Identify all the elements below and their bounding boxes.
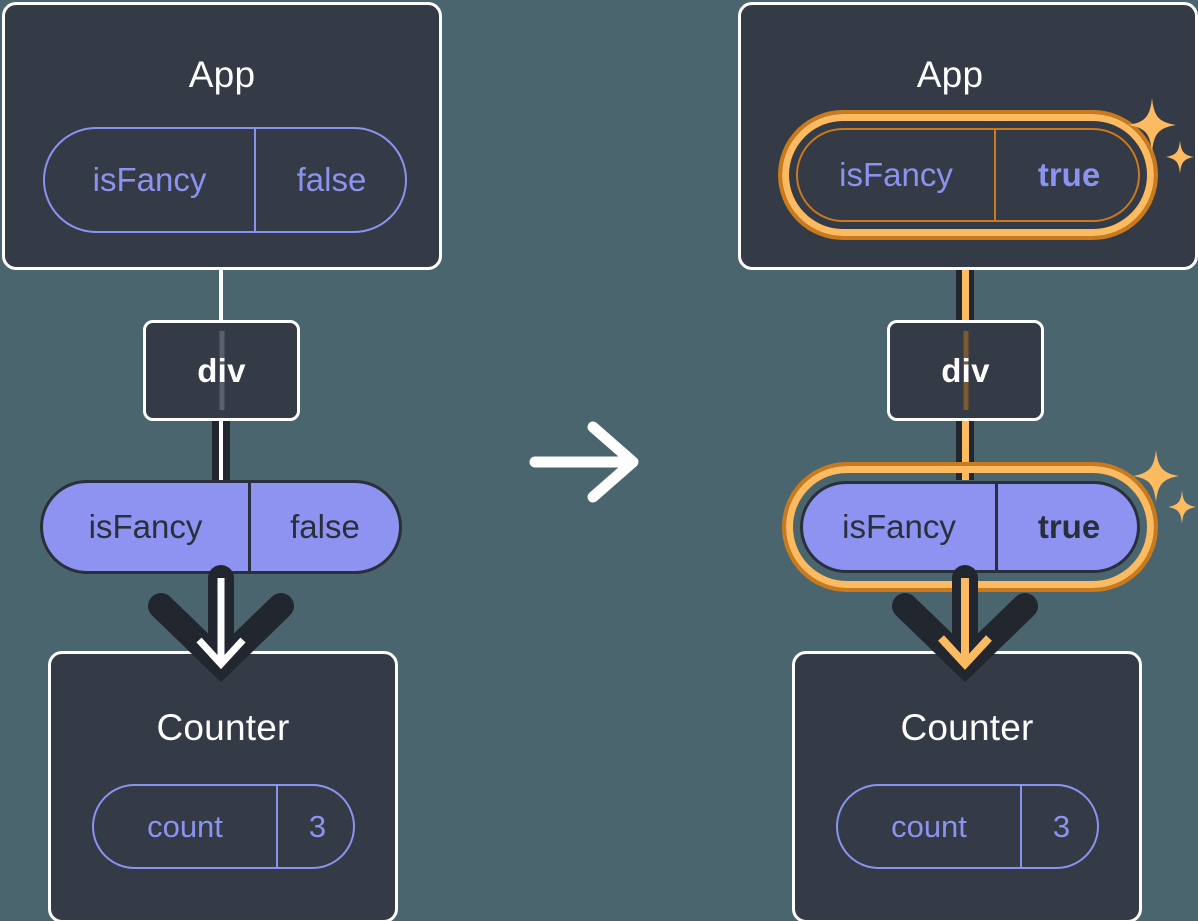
- component-title-counter-before: Counter: [156, 707, 290, 748]
- component-title-counter-after: Counter: [900, 707, 1034, 748]
- prop-pill-divider-after: [995, 484, 998, 570]
- prop-pill-value: false: [290, 508, 360, 545]
- dom-node-div-before: div: [143, 320, 300, 421]
- sparkle-small: [1168, 490, 1196, 524]
- connector-app-to-div-left: [219, 266, 223, 322]
- count-pill-value-after: 3: [1052, 808, 1071, 844]
- flow-arrow-before: [148, 565, 294, 683]
- state-pill-key-after: isFancy: [839, 156, 953, 193]
- dom-node-div-after: div: [887, 320, 1044, 421]
- prop-pill-divider: [248, 483, 251, 571]
- flow-arrow-after: [892, 565, 1038, 683]
- count-pill-value: 3: [308, 808, 327, 844]
- prop-pill-isfancy-after[interactable]: isFancy true: [800, 481, 1140, 573]
- transition-right-arrow-icon: [529, 421, 639, 503]
- state-pill-key: isFancy: [92, 161, 207, 198]
- div-inner-connector-after: [963, 331, 968, 410]
- flow-arrow-after-core: [938, 578, 992, 670]
- dom-node-div-label-after: div: [941, 351, 990, 389]
- component-title-app-after: App: [916, 54, 984, 95]
- connector-app-to-div-right-core: [962, 228, 969, 323]
- count-pill-key: count: [147, 808, 223, 844]
- connector-div-to-pill-left-core: [219, 418, 223, 480]
- prop-pill-key-after: isFancy: [842, 508, 956, 545]
- state-pill-value-after: true: [1037, 156, 1101, 193]
- state-pill-isfancy-before[interactable]: isFancy false: [43, 127, 407, 233]
- prop-pill-value-after: true: [1037, 508, 1101, 545]
- div-inner-connector-before: [219, 331, 224, 410]
- count-pill-key-after: count: [891, 808, 967, 844]
- state-pill-divider-after: [994, 130, 996, 220]
- dom-node-div-label-before: div: [197, 351, 246, 389]
- connector-div-to-pill-right-core: [962, 418, 969, 480]
- state-pill-count-after[interactable]: count 3: [836, 784, 1099, 869]
- component-box-app-before: App isFancy false: [2, 2, 442, 270]
- state-pill-value: false: [296, 161, 367, 198]
- prop-pill-key: isFancy: [88, 508, 203, 545]
- component-title-app-before: App: [188, 54, 256, 95]
- prop-pill-isfancy-before[interactable]: isFancy false: [40, 480, 402, 574]
- component-box-counter-before: Counter count 3: [48, 651, 398, 921]
- state-pill-count-before[interactable]: count 3: [92, 784, 355, 869]
- component-box-counter-after: Counter count 3: [792, 651, 1142, 921]
- state-pill-divider: [254, 129, 256, 231]
- count-pill-divider-after: [1020, 786, 1022, 867]
- flow-arrow-before-core: [196, 578, 246, 670]
- state-pill-isfancy-after[interactable]: isFancy true: [796, 128, 1140, 222]
- count-pill-divider: [276, 786, 278, 867]
- sparkle-icon-prop-after: [1133, 450, 1196, 524]
